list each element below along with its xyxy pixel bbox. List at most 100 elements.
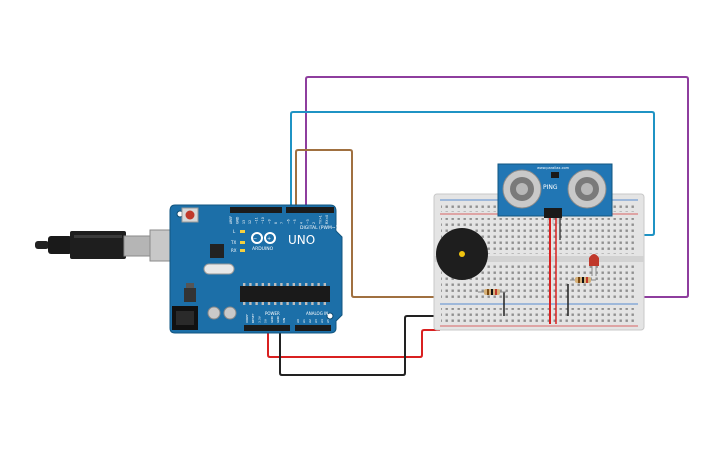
red-led[interactable] xyxy=(589,254,599,276)
chip-leg xyxy=(243,283,246,286)
digital-pin-label: ~3 xyxy=(306,219,310,224)
digital-pin-label: RX<0 xyxy=(325,215,329,224)
chip-leg xyxy=(280,283,283,286)
chip-leg xyxy=(317,302,320,305)
bottom-pin-label: GND xyxy=(270,315,274,323)
reset-button[interactable] xyxy=(185,210,195,220)
chip-leg xyxy=(274,302,277,305)
chip-leg xyxy=(243,302,246,305)
digital-pin-label: AREF xyxy=(229,216,233,224)
bottom-pin-label: A4 xyxy=(320,319,324,323)
bottom-pin-label: 3.3V xyxy=(257,315,261,323)
digital-pin-label: 13 xyxy=(242,220,246,224)
resistor-led[interactable] xyxy=(570,277,596,283)
sensor-pin-header[interactable] xyxy=(544,208,562,218)
resistor-buzzer[interactable] xyxy=(478,289,506,295)
digital-pin-label: 8 xyxy=(274,222,278,224)
bottom-pin-label: A5 xyxy=(326,319,330,323)
digital-pin-label: 12 xyxy=(248,220,252,224)
chip-leg xyxy=(311,302,314,305)
piezo-buzzer[interactable] xyxy=(436,228,488,280)
wires xyxy=(267,76,689,376)
chip-leg xyxy=(311,283,314,286)
analog-header[interactable] xyxy=(295,325,331,331)
wire-red-power[interactable] xyxy=(267,329,440,358)
bottom-pin-label: GND xyxy=(276,315,280,323)
chip-leg xyxy=(249,302,252,305)
digital-pin-label: GND xyxy=(235,216,239,224)
breadboard-jumpers xyxy=(503,218,569,324)
power-header[interactable] xyxy=(244,325,290,331)
analog-label: ANALOG IN xyxy=(306,311,328,316)
bottom-pin-label: IOREF xyxy=(245,314,249,323)
chip-leg xyxy=(323,283,326,286)
arduino-logo: − + xyxy=(251,232,276,244)
bottom-power-rail[interactable] xyxy=(441,308,637,324)
capacitor-1 xyxy=(207,306,221,320)
wire-brown[interactable] xyxy=(295,149,446,298)
bottom-pin-label: VIN xyxy=(282,318,286,323)
bottom-pin-label: A2 xyxy=(308,319,312,323)
center-channel xyxy=(434,256,644,262)
digital-pin-label: 2 xyxy=(312,222,316,224)
chip-leg xyxy=(298,302,302,305)
board-model: UNO xyxy=(288,233,315,247)
chip-leg xyxy=(305,302,308,305)
led-tx xyxy=(240,241,245,244)
digital-header-left[interactable] xyxy=(230,207,282,213)
chip-leg xyxy=(317,283,320,286)
bottom-pin-label: A0 xyxy=(296,319,300,323)
sensor-chip xyxy=(551,172,559,178)
digital-pin-label: ~11 xyxy=(255,217,259,224)
usb-chip xyxy=(210,244,224,258)
digital-label: DIGITAL (PWM~) xyxy=(300,225,338,231)
chip-leg xyxy=(255,302,258,305)
chip-leg xyxy=(292,302,295,305)
digital-pin-label: ~10 xyxy=(261,217,265,224)
sensor-brand: www.parallax.com xyxy=(537,166,570,170)
ping-ultrasonic-sensor[interactable]: PING www.parallax.com xyxy=(497,163,613,224)
chip-leg xyxy=(286,283,289,286)
crystal-oscillator xyxy=(203,263,235,275)
wire-blue[interactable] xyxy=(290,111,655,236)
chip-leg xyxy=(274,283,277,286)
chip-leg xyxy=(249,283,252,286)
svg-text:+: + xyxy=(267,236,271,242)
digital-pin-label: TX>1 xyxy=(319,215,323,225)
atmega-chip xyxy=(240,286,330,302)
bottom-pin-label: A1 xyxy=(302,319,306,323)
chip-leg xyxy=(286,302,289,305)
capacitor-2 xyxy=(223,306,237,320)
chip-leg xyxy=(280,302,283,305)
bottom-pin-label: RESET xyxy=(251,313,255,323)
chip-leg xyxy=(255,283,258,286)
digital-header-right[interactable] xyxy=(286,207,334,213)
chip-leg xyxy=(298,283,302,286)
svg-text:−: − xyxy=(253,236,257,242)
chip-leg xyxy=(261,283,264,286)
led-label-rx: RX xyxy=(231,248,237,253)
chip-leg xyxy=(305,283,308,286)
digital-pin-label: 4 xyxy=(299,222,303,224)
led-label-tx: TX xyxy=(230,240,236,245)
led-l xyxy=(240,230,245,233)
digital-pin-label: 7 xyxy=(280,222,284,224)
chip-leg xyxy=(292,283,295,286)
bottom-pin-label: A3 xyxy=(314,319,318,323)
wire-purple[interactable] xyxy=(305,76,689,298)
chip-leg xyxy=(267,302,271,305)
board-logo-text: ARDUINO xyxy=(252,246,274,252)
led-rx xyxy=(240,249,245,252)
chip-leg xyxy=(267,283,271,286)
power-label: POWER xyxy=(265,311,280,316)
sensor-label: PING xyxy=(543,184,558,191)
wire-black-ground[interactable] xyxy=(279,315,440,376)
usb-cable[interactable] xyxy=(35,229,179,262)
voltage-regulator xyxy=(184,288,196,302)
chip-leg xyxy=(323,302,326,305)
digital-pin-label: ~9 xyxy=(267,219,271,224)
bottom-pin-label: 5V xyxy=(264,318,268,323)
digital-pin-label: ~6 xyxy=(287,219,291,224)
